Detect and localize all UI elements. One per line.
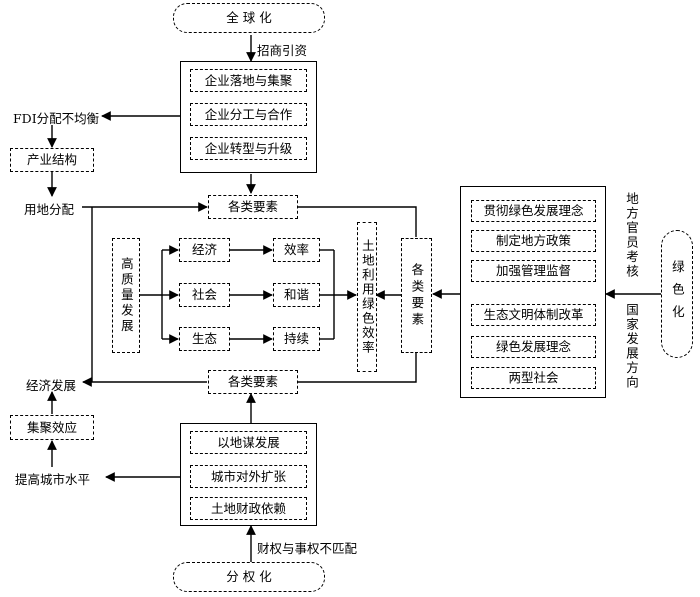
line-factors-top-right bbox=[298, 206, 417, 237]
harmony-node: 和谐 bbox=[273, 283, 320, 307]
efficiency-node: 效率 bbox=[273, 238, 320, 262]
official-assessment-label: 地方官员考核 bbox=[624, 192, 639, 279]
urban-level-label: 提高城市水平 bbox=[15, 472, 91, 487]
investment-label: 招商引资 bbox=[257, 43, 308, 58]
enterprise-item-1: 企业落地与集聚 bbox=[190, 69, 307, 92]
fiscal-mismatch-label: 财权与事权不匹配 bbox=[257, 541, 358, 556]
society-node: 社会 bbox=[179, 283, 230, 307]
policy-item-5: 绿色发展理念 bbox=[471, 336, 596, 358]
enterprise-item-2: 企业分工与合作 bbox=[190, 103, 307, 126]
national-direction-label: 国家发展方向 bbox=[624, 303, 639, 390]
policy-item-2: 制定地方政策 bbox=[471, 230, 596, 252]
greening-node: 绿色化 bbox=[661, 230, 693, 358]
line-factors-right-bottom bbox=[298, 353, 417, 383]
factors-bottom-node: 各类要素 bbox=[208, 370, 298, 394]
land-allocation-label: 用地分配 bbox=[24, 202, 75, 217]
decentralization-node: 分 权 化 bbox=[173, 562, 325, 592]
factors-top-node: 各类要素 bbox=[208, 195, 298, 219]
agglomeration-effect-node: 集聚效应 bbox=[10, 415, 94, 440]
ecology-node: 生态 bbox=[179, 327, 230, 351]
factors-right-node: 各类要素 bbox=[401, 238, 432, 353]
sustainability-node: 持续 bbox=[273, 327, 320, 351]
land-green-efficiency-node: 土地利用绿色效率 bbox=[357, 222, 377, 372]
policy-item-3: 加强管理监督 bbox=[471, 260, 596, 282]
policy-item-4: 生态文明体制改革 bbox=[471, 304, 596, 326]
globalization-node: 全 球 化 bbox=[173, 3, 325, 33]
economic-development-label: 经济发展 bbox=[26, 378, 77, 393]
industrial-structure-node: 产业结构 bbox=[10, 148, 94, 172]
land-item-3: 土地财政依赖 bbox=[190, 497, 307, 520]
fdi-imbalance-label: FDI分配不均衡 bbox=[13, 111, 100, 126]
high-quality-node: 高质量发展 bbox=[112, 238, 140, 353]
land-item-1: 以地谋发展 bbox=[190, 431, 307, 454]
enterprise-item-3: 企业转型与升级 bbox=[190, 137, 307, 160]
land-item-2: 城市对外扩张 bbox=[190, 465, 307, 488]
policy-item-1: 贯彻绿色发展理念 bbox=[471, 200, 596, 222]
economy-node: 经济 bbox=[179, 238, 230, 262]
policy-item-6: 两型社会 bbox=[471, 367, 596, 389]
